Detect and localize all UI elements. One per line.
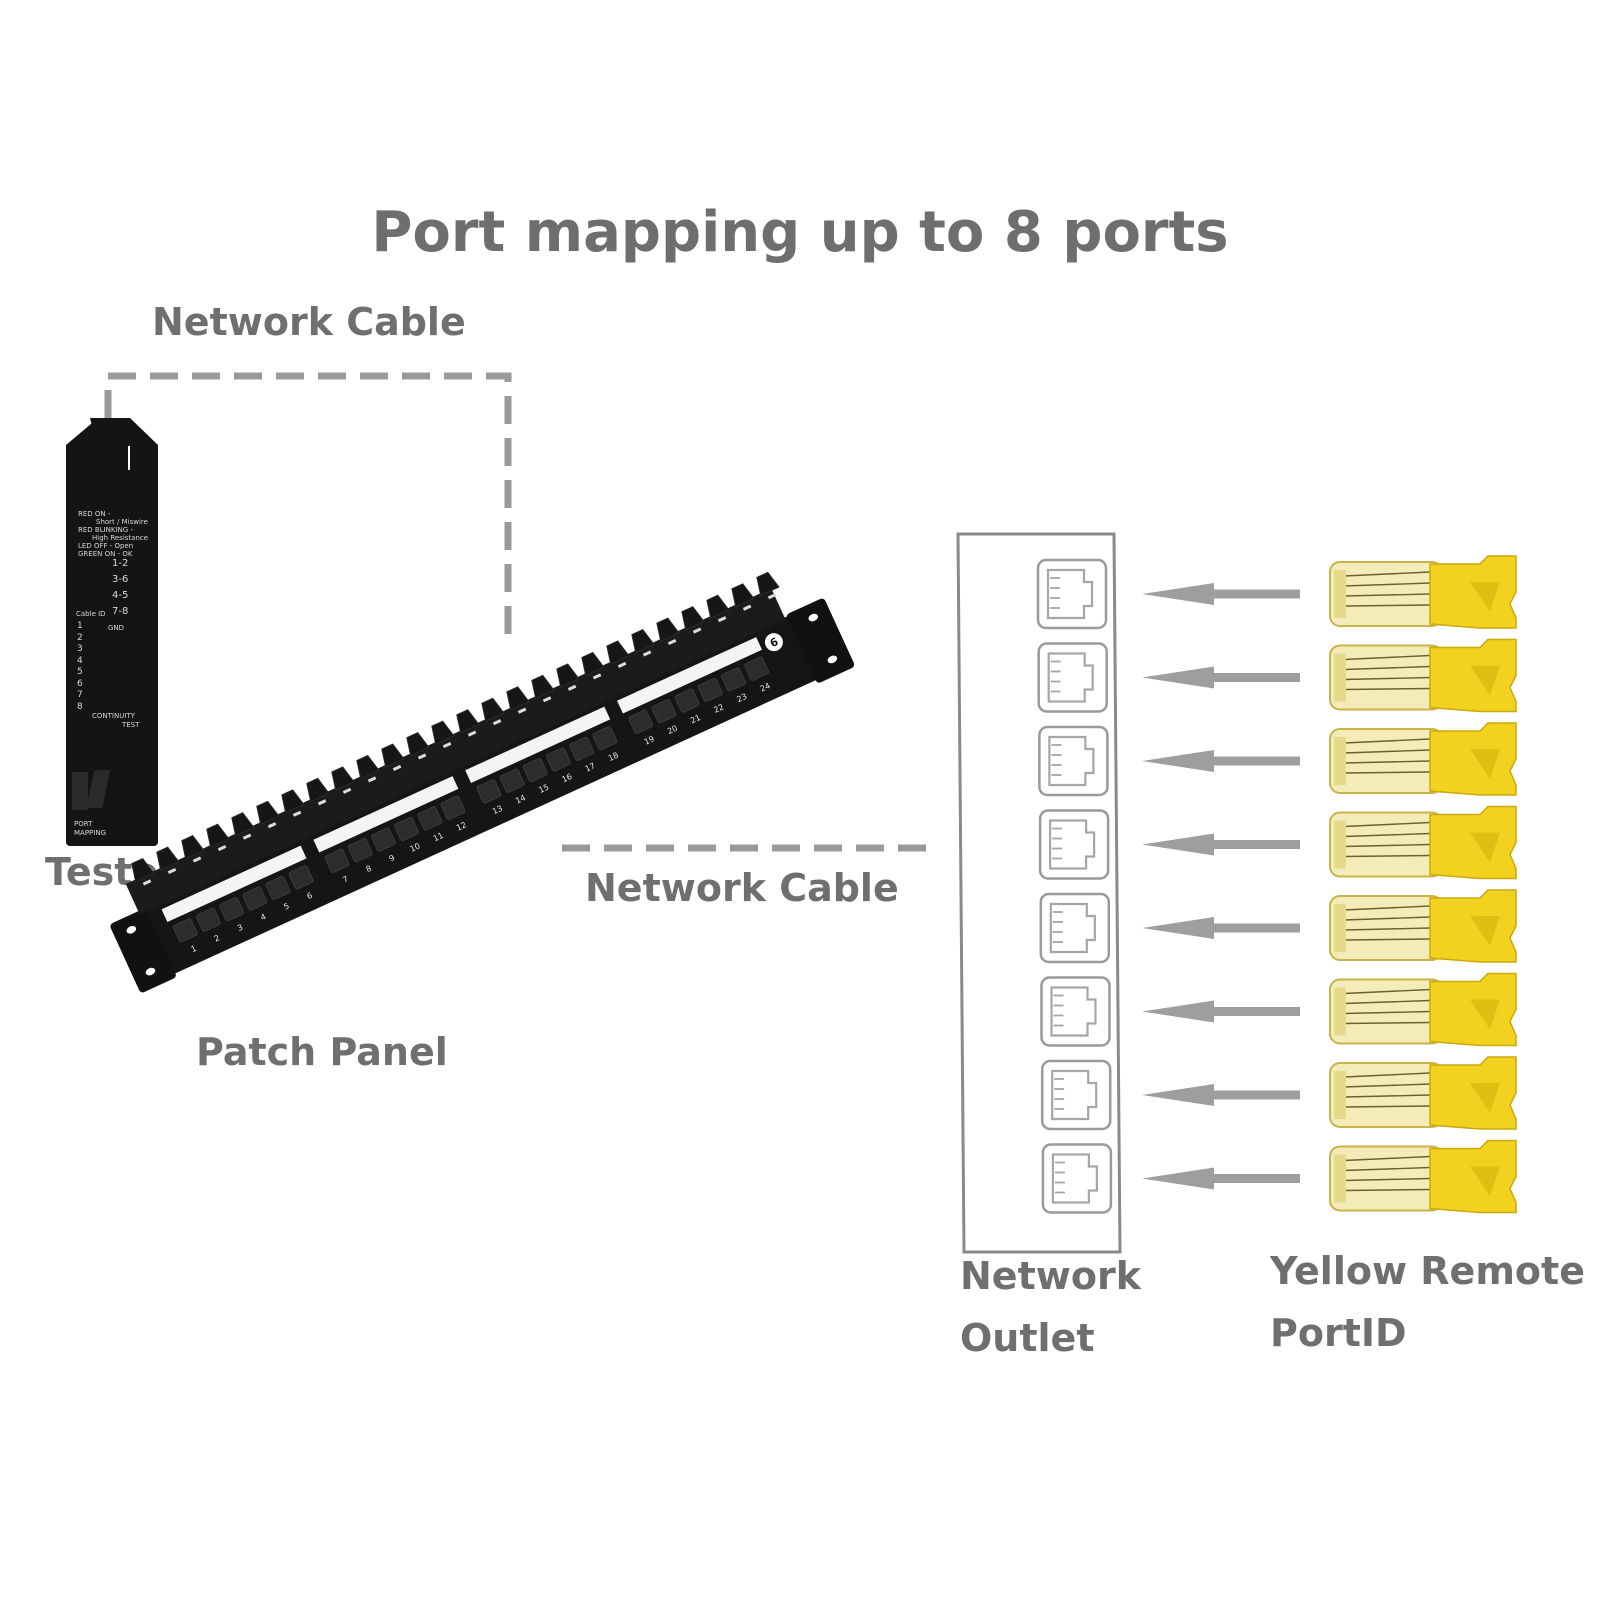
tester-pair-3-6: 3-6 — [112, 574, 129, 585]
network-outlet-frame — [956, 532, 1122, 1254]
tester-continuity-label: CONTINUITY — [92, 712, 135, 720]
tester-continuity-label-test: TEST — [122, 721, 140, 729]
tester-cable-id-1: 1 — [77, 621, 83, 631]
tester-pair-4-5: 4-5 — [112, 590, 129, 601]
tester-legend-short: Short / Miswire — [96, 518, 148, 526]
tester-port-mapping-label-2: MAPPING — [74, 829, 106, 837]
tester-cable-id-8: 8 — [77, 701, 83, 712]
tester-legend-red-blinking: RED BLINKING - — [78, 526, 133, 534]
tester-cable-id-7: 7 — [77, 690, 83, 700]
tester-pair-1-2: 1-2 — [112, 558, 129, 569]
label-yellow-remote-line2: PortID — [1270, 1311, 1407, 1355]
label-network-outlet-line1: Network — [960, 1254, 1141, 1298]
tester-cable-id-2: 2 — [77, 632, 83, 643]
tester-cable-id-label: Cable ID — [76, 610, 106, 618]
network-outlet — [956, 532, 1122, 1254]
tester-cable-id-5: 5 — [77, 667, 83, 677]
tester-device — [66, 418, 158, 846]
continuity-test-button — [86, 770, 111, 808]
label-network-outlet: Network Outlet — [960, 1245, 1141, 1369]
label-yellow-remote-line1: Yellow Remote — [1270, 1249, 1585, 1293]
label-yellow-remote: Yellow Remote PortID — [1270, 1240, 1585, 1364]
diagram-title: Port mapping up to 8 ports — [371, 200, 1229, 265]
tester-cable-id-6: 6 — [77, 678, 83, 689]
tester-pair-gnd: GND — [108, 624, 125, 632]
network-cable-top — [104, 372, 512, 645]
label-patch-panel: Patch Panel — [196, 1030, 448, 1074]
label-network-outlet-line2: Outlet — [960, 1316, 1095, 1360]
port-mapping-button — [72, 772, 88, 810]
tester-legend-red-on: RED ON - — [78, 510, 111, 518]
tester-hook-right — [90, 418, 158, 474]
tester-legend-high-resistance: High Resistance — [92, 534, 149, 542]
tester-cable-id-4: 4 — [77, 655, 83, 666]
tester-port-mapping-label: PORT — [74, 820, 93, 828]
tester-pair-7-8: 7-8 — [112, 606, 129, 617]
tester-legend-led-off: LED OFF - Open — [78, 542, 134, 550]
label-network-cable-top: Network Cable — [152, 300, 466, 344]
tester-cable-id-3: 3 — [77, 644, 83, 654]
tester-legend-green-on: GREEN ON - OK — [78, 550, 133, 558]
